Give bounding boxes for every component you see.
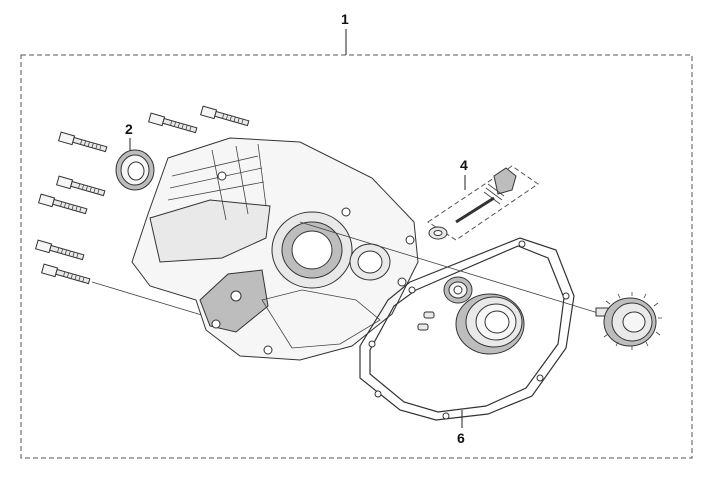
bolt <box>35 239 85 261</box>
bolt-axis-line <box>91 281 206 317</box>
bolt-set <box>35 105 250 317</box>
oil-filler-cap <box>455 167 517 224</box>
bolt <box>58 131 108 153</box>
small-bearing <box>443 276 473 304</box>
bolt <box>41 263 91 285</box>
cover-gasket <box>359 237 575 421</box>
shaft-axis-line <box>299 221 609 317</box>
callout-2-label: 2 <box>125 121 133 137</box>
callout-6[interactable]: 6 <box>457 410 465 446</box>
assembly-frame <box>20 54 693 459</box>
bolt <box>148 112 198 134</box>
callout-4[interactable]: 4 <box>460 157 468 190</box>
callout-6-label: 6 <box>457 430 465 446</box>
callout-1[interactable]: 1 <box>341 11 349 55</box>
dowel-pins <box>417 311 435 331</box>
bolt <box>56 175 106 197</box>
main-bearing <box>455 293 525 355</box>
callout-1-label: 1 <box>341 11 349 27</box>
oil-filler-washer <box>428 226 448 240</box>
governor-gear <box>595 292 662 350</box>
bolt <box>38 193 88 215</box>
crankcase-cover <box>131 137 419 361</box>
oil-seal <box>115 149 155 191</box>
bolt <box>200 105 250 127</box>
callout-4-label: 4 <box>460 157 468 173</box>
